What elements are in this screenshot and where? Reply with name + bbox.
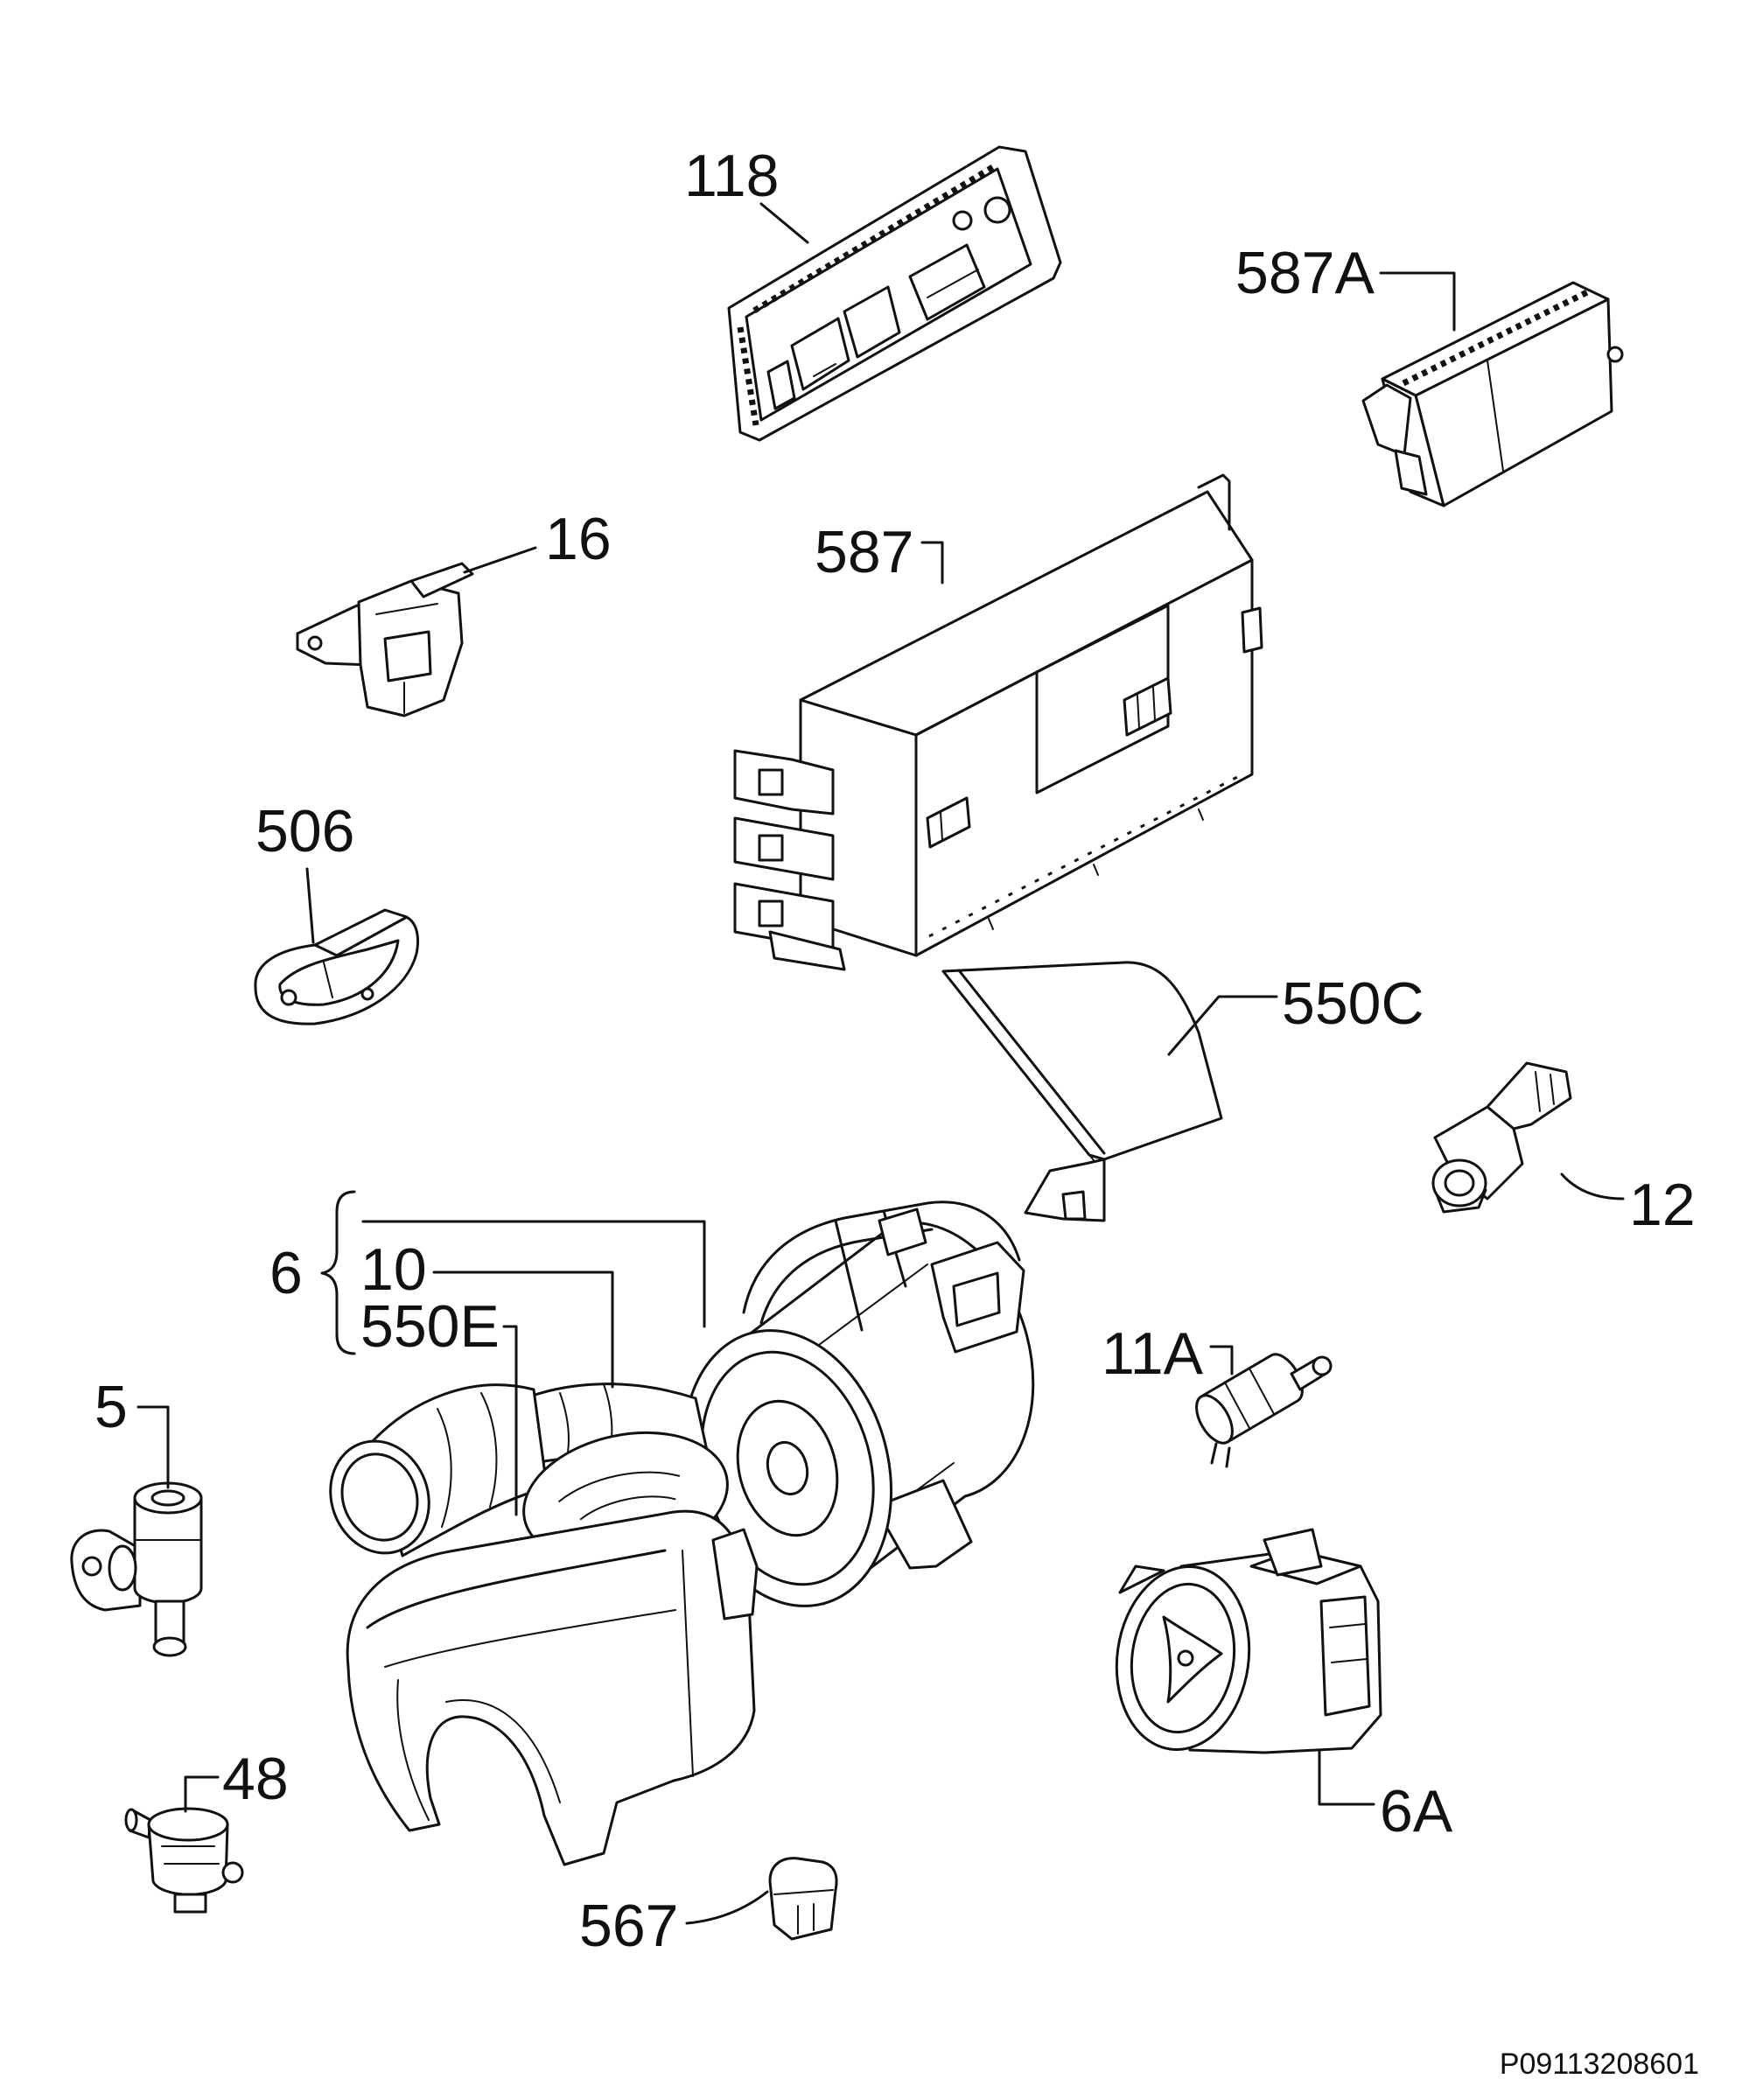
- callout-587: 587: [815, 519, 913, 585]
- part-6-pump-assembly: [329, 1200, 1035, 1866]
- part-587A-module: [1361, 281, 1624, 508]
- drawing-number: P09113208601: [1500, 2048, 1699, 2081]
- leader-550C: [1167, 995, 1278, 1056]
- callout-587A: 587A: [1235, 240, 1375, 306]
- leader-11A: [1209, 1345, 1234, 1376]
- callout-16: 16: [545, 506, 612, 572]
- brace-6: [320, 1190, 356, 1355]
- leader-567: [685, 1890, 769, 1925]
- callout-118: 118: [684, 143, 779, 209]
- leader-12: [1560, 1172, 1625, 1200]
- leader-6A: [1318, 1749, 1375, 1806]
- callout-550C: 550C: [1282, 970, 1424, 1037]
- part-6A-drain-pump: [1115, 1528, 1382, 1754]
- callout-10: 10: [360, 1236, 427, 1303]
- leader-587A: [1379, 271, 1456, 332]
- leader-506: [305, 867, 315, 944]
- callout-6A: 6A: [1380, 1778, 1453, 1844]
- leader-5: [136, 1405, 170, 1489]
- part-567-clip: [768, 1857, 838, 1941]
- callout-48: 48: [222, 1746, 289, 1812]
- callout-5: 5: [94, 1374, 128, 1440]
- leader-6: [361, 1220, 706, 1328]
- part-550C-cover: [941, 961, 1223, 1222]
- callout-550E: 550E: [360, 1293, 500, 1360]
- part-48-component: [124, 1807, 244, 1914]
- leader-16: [463, 546, 537, 574]
- part-12-sensor: [1431, 1061, 1572, 1214]
- part-506: [254, 908, 419, 1026]
- part-11A-component: [1195, 1353, 1333, 1468]
- part-16-door-lock: [296, 562, 474, 718]
- callout-567: 567: [579, 1893, 678, 1959]
- part-587-main-control-unit: [733, 473, 1263, 971]
- callout-12: 12: [1629, 1172, 1696, 1238]
- callout-labels: 118 587A 16 587 506 550C 12 6 10 550E 11…: [94, 143, 1699, 2081]
- part-118-control-panel: [727, 145, 1062, 442]
- leader-48: [184, 1775, 220, 1813]
- part-5-valve: [70, 1481, 203, 1657]
- pump-shroud: [346, 1509, 756, 1866]
- leader-550E: [502, 1325, 518, 1516]
- leader-587: [920, 541, 944, 584]
- callout-11A: 11A: [1102, 1320, 1204, 1387]
- leader-lines: [136, 202, 1625, 1925]
- callout-6: 6: [269, 1240, 303, 1306]
- leader-10: [432, 1270, 614, 1389]
- callout-506: 506: [255, 798, 354, 864]
- leader-118: [759, 202, 809, 244]
